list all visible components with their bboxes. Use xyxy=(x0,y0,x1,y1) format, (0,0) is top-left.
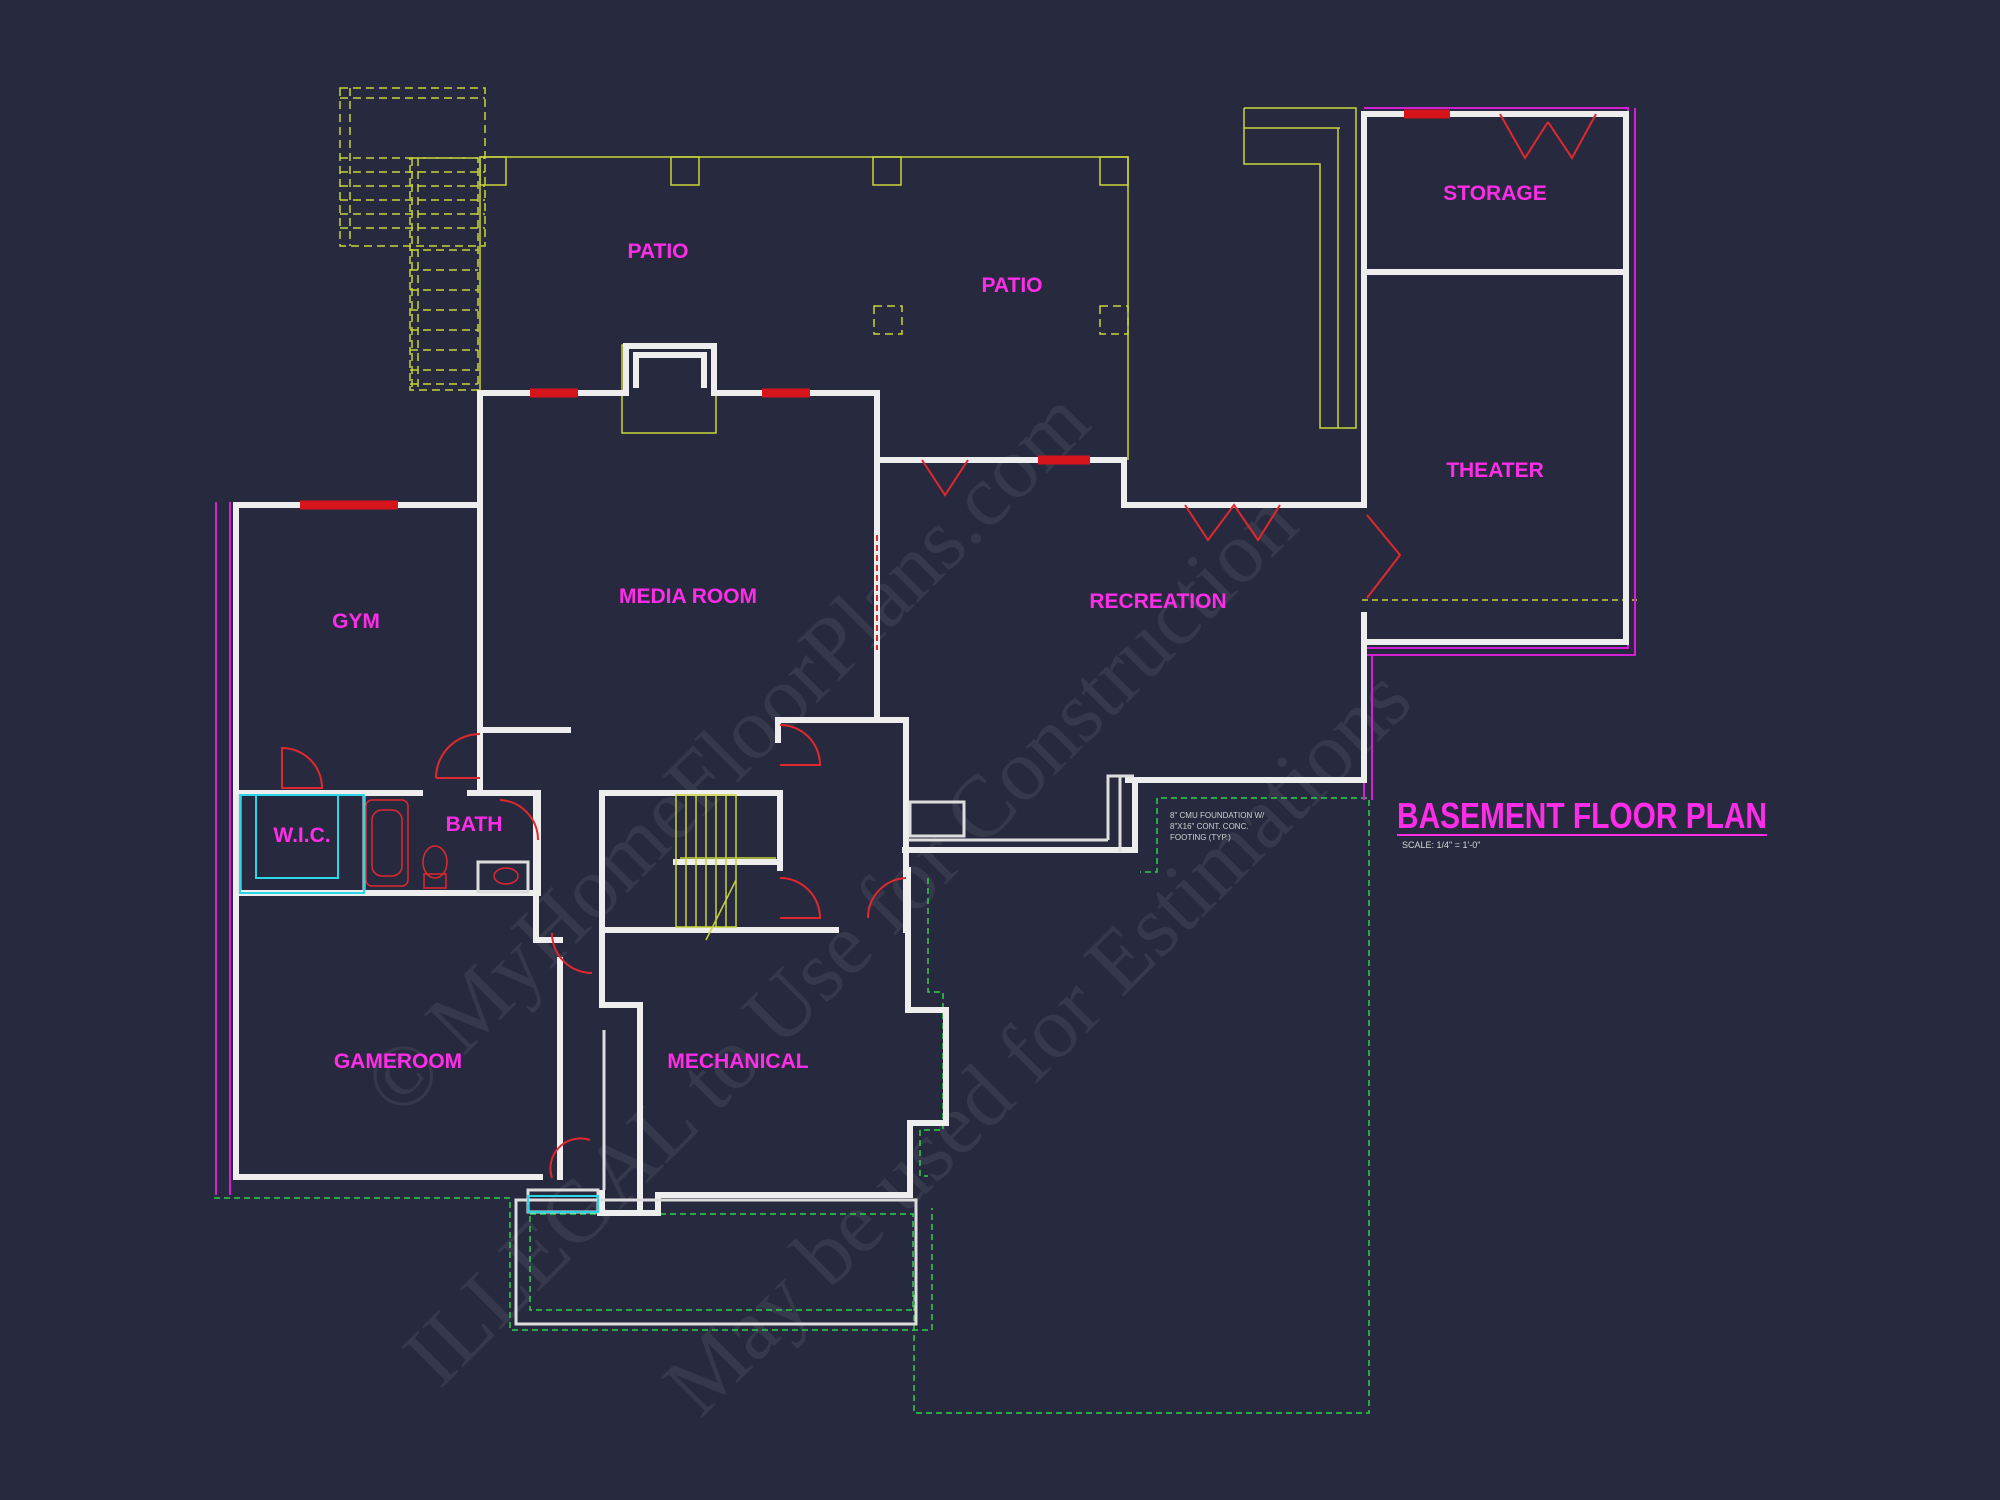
label-recreation: RECREATION xyxy=(1089,590,1226,613)
stairs xyxy=(675,794,776,941)
label-wic: W.I.C. xyxy=(273,824,330,847)
label-storage: STORAGE xyxy=(1443,182,1546,205)
footing-note-line-2: 8"X16" CONT. CONC. xyxy=(1170,822,1249,831)
windows xyxy=(300,109,1450,650)
label-media-room: MEDIA ROOM xyxy=(619,585,757,608)
plan-title: BASEMENT FLOOR PLAN xyxy=(1397,795,1767,836)
label-theater: THEATER xyxy=(1446,459,1544,482)
footing-note-line-1: 8" CMU FOUNDATION W/ xyxy=(1170,811,1265,820)
label-patio-right: PATIO xyxy=(981,274,1042,297)
room-labels: PATIO PATIO STORAGE THEATER GYM MEDIA RO… xyxy=(273,182,1546,1073)
label-bath: BATH xyxy=(446,813,503,836)
bath-fixtures xyxy=(239,794,599,1213)
label-mechanical: MECHANICAL xyxy=(667,1050,808,1073)
foundation-footing xyxy=(214,599,1637,1414)
patio-outline xyxy=(339,87,1357,460)
doors xyxy=(281,113,1597,1179)
label-gym: GYM xyxy=(332,610,380,633)
plan-scale: SCALE: 1/4" = 1'-0" xyxy=(1402,840,1480,850)
walls xyxy=(233,111,1629,1326)
annotations: 8" CMU FOUNDATION W/ 8"X16" CONT. CONC. … xyxy=(1170,795,1767,850)
label-patio-left: PATIO xyxy=(627,240,688,263)
watermark: © MyHomeFloorPlans.com ILLEGAL to Use fo… xyxy=(346,372,1430,1434)
footing-note-line-3: FOOTING (TYP.) xyxy=(1170,833,1231,842)
label-gameroom: GAMEROOM xyxy=(334,1050,462,1073)
